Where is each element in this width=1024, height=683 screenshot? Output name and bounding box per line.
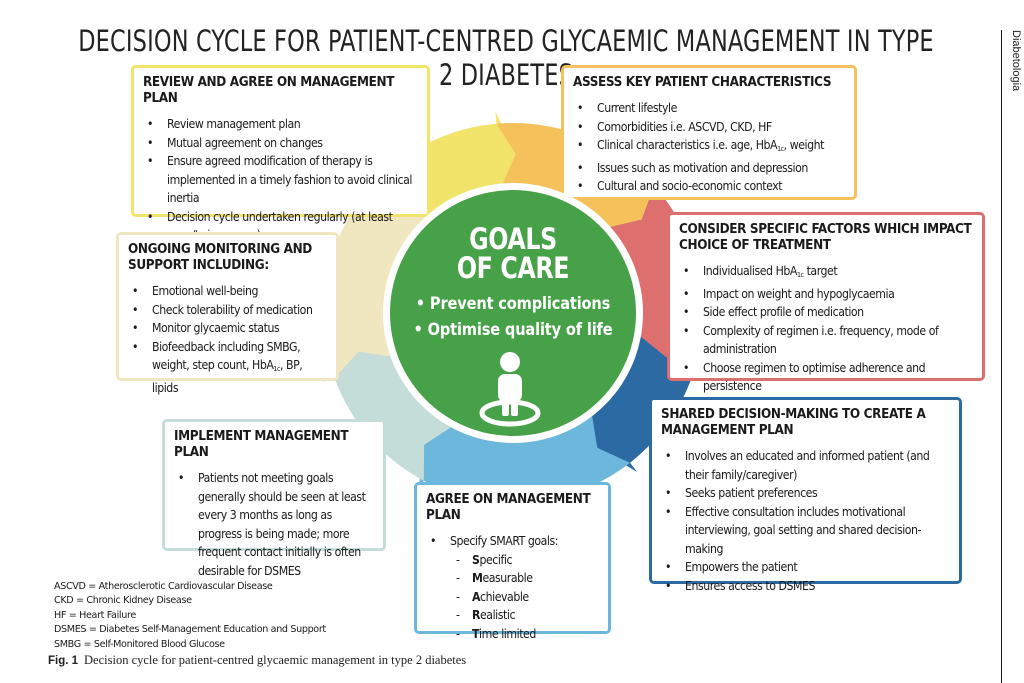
goal-item-1-text: Prevent complications xyxy=(429,294,611,314)
list-item: Seeks patient preferences xyxy=(661,484,950,503)
abbreviation-line: ASCVD = Atherosclerotic Cardiovascular D… xyxy=(54,581,273,592)
abbreviations: ASCVD = Atherosclerotic Cardiovascular D… xyxy=(54,580,326,652)
assess-list: Current lifestyleComorbidities i.e. ASCV… xyxy=(573,99,845,196)
list-item: Review management plan xyxy=(143,115,418,134)
review-box: REVIEW AND AGREE ON MANAGEMENT PLAN Revi… xyxy=(131,65,430,242)
list-item: Current lifestyle xyxy=(573,99,845,118)
review-list: Review management planMutual agreement o… xyxy=(143,115,418,245)
agree-title: AGREE ON MANAGEMENT PLAN xyxy=(426,492,591,523)
smart-item: Measurable xyxy=(426,569,599,588)
list-item: Issues such as motivation and depression xyxy=(573,159,845,178)
figure-caption-text: Decision cycle for patient-centred glyca… xyxy=(84,653,467,667)
abbreviation-line: HF = Heart Failure xyxy=(54,609,136,621)
list-item: Choose regimen to optimise adherence and… xyxy=(679,359,973,396)
consider-title: CONSIDER SPECIFIC FACTORS WHICH IMPACT C… xyxy=(679,222,972,253)
cycle-arrow-implement xyxy=(323,351,453,481)
list-item: Biofeedback including SMBG, weight, step… xyxy=(128,338,327,398)
list-item: Mutual agreement on changes xyxy=(143,134,418,153)
consider-list: Individualised HbA1c targetImpact on wei… xyxy=(679,262,973,414)
list-item: Individualised HbA1c target xyxy=(679,262,973,285)
figure-label: Fig. 1 xyxy=(48,655,79,667)
goals-circle: GOALS OF CARE • Prevent complications • … xyxy=(390,190,636,436)
list-item: Effective consultation includes motivati… xyxy=(661,503,950,559)
goals-title-line2: OF CARE xyxy=(456,251,570,285)
monitoring-list: Emotional well-beingCheck tolerability o… xyxy=(128,282,327,397)
smart-item: Specific xyxy=(426,551,599,570)
assess-title: ASSESS KEY PATIENT CHARACTERISTICS xyxy=(573,75,832,90)
implement-box: IMPLEMENT MANAGEMENT PLAN Patients not m… xyxy=(162,419,386,578)
cycle-arrow-review xyxy=(378,111,516,223)
agree-box: AGREE ON MANAGEMENT PLAN Specify SMART g… xyxy=(414,482,611,643)
cycle-arrow-agree xyxy=(418,413,630,504)
list-item: Cultural and socio-economic context xyxy=(573,177,845,196)
list-item: Complexity of regimen i.e. frequency, mo… xyxy=(679,322,973,359)
list-item: Check tolerability of medication xyxy=(128,301,327,320)
abbreviation-line: CKD = Chronic Kidney Disease xyxy=(54,595,192,607)
monitoring-title: ONGOING MONITORING AND SUPPORT INCLUDING… xyxy=(128,242,312,273)
consider-box: CONSIDER SPECIFIC FACTORS WHICH IMPACT C… xyxy=(667,212,985,414)
goal-item-2: • Optimise quality of life xyxy=(413,320,613,340)
smart-item: Realistic xyxy=(426,606,599,625)
shared-list: Involves an educated and informed patien… xyxy=(661,447,950,595)
list-item: Patients not meeting goals generally sho… xyxy=(174,469,374,580)
list-item: Impact on weight and hypoglycaemia xyxy=(679,285,973,304)
goals-title-line1: GOALS xyxy=(469,222,557,256)
list-item: Monitor glycaemic status xyxy=(128,319,327,338)
shared-title: SHARED DECISION-MAKING TO CREATE A MANAG… xyxy=(661,407,926,438)
figure-caption: Fig. 1 Decision cycle for patient-centred… xyxy=(48,653,466,668)
monitoring-box: ONGOING MONITORING AND SUPPORT INCLUDING… xyxy=(116,232,339,395)
diagram-title: DECISION CYCLE FOR PATIENT-CENTRED GLYCA… xyxy=(78,24,934,92)
smart-item: Time limited xyxy=(426,625,599,644)
implement-title: IMPLEMENT MANAGEMENT PLAN xyxy=(174,429,349,460)
list-item: Side effect profile of medication xyxy=(679,303,973,322)
smart-item: Achievable xyxy=(426,588,599,607)
list-item: Specify SMART goals: xyxy=(426,532,599,551)
agree-list: Specify SMART goals:SpecificMeasurableAc… xyxy=(426,532,599,643)
journal-rule xyxy=(1001,30,1002,683)
person-on-target-icon xyxy=(479,352,541,427)
assess-box: ASSESS KEY PATIENT CHARACTERISTICS Curre… xyxy=(561,65,857,200)
list-item: Involves an educated and informed patien… xyxy=(661,447,950,484)
abbreviation-line: DSMES = Diabetes Self-Management Educati… xyxy=(54,624,326,636)
list-item: Ensure agreed modification of therapy is… xyxy=(143,152,418,208)
goal-item-1: • Prevent complications xyxy=(415,294,611,314)
abbreviation-line: SMBG = Self-Monitored Blood Glucose xyxy=(54,638,225,650)
review-title: REVIEW AND AGREE ON MANAGEMENT PLAN xyxy=(143,75,395,106)
list-item: Emotional well-being xyxy=(128,282,327,301)
list-item: Empowers the patient xyxy=(661,558,950,577)
list-item: Clinical characteristics i.e. age, HbA1c… xyxy=(573,136,845,159)
goal-item-2-text: Optimise quality of life xyxy=(427,320,613,340)
list-item: Ensures access to DSMES xyxy=(661,577,950,596)
list-item: Comorbidities i.e. ASCVD, CKD, HF xyxy=(573,118,845,137)
implement-list: Patients not meeting goals generally sho… xyxy=(174,469,374,580)
shared-box: SHARED DECISION-MAKING TO CREATE A MANAG… xyxy=(649,397,962,595)
journal-label: Diabetologia xyxy=(1010,30,1022,92)
